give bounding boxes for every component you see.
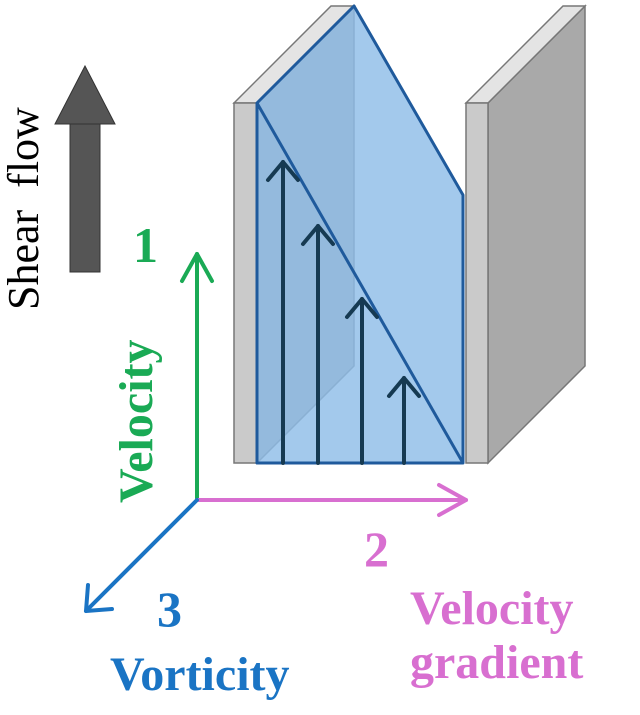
velocity-arrow-icon — [266, 160, 300, 465]
velocity-profile-arrows — [266, 160, 421, 465]
axis-2-label-line2: gradient — [410, 636, 583, 689]
right-plate — [464, 4, 587, 465]
axis-1-velocity — [180, 252, 214, 502]
axis-2-label-line1: Velocity — [410, 582, 574, 635]
axis-3-label: Vorticity — [110, 648, 290, 701]
axis-1-label: Velocity — [110, 339, 163, 503]
velocity-arrow-icon — [301, 224, 335, 465]
axis-3-vorticity — [84, 498, 199, 613]
velocity-arrow-icon — [387, 376, 421, 465]
axis-3-number: 3 — [157, 581, 182, 637]
axis-1-number: 1 — [133, 217, 158, 273]
velocity-arrow-icon — [345, 297, 379, 465]
axis-2-velocity-gradient — [195, 483, 468, 517]
axis-2-number: 2 — [364, 521, 389, 577]
shear-flow-arrow-icon — [54, 64, 116, 273]
fluid-region — [255, 4, 465, 465]
shear-flow-label: Shear flow — [0, 107, 48, 310]
